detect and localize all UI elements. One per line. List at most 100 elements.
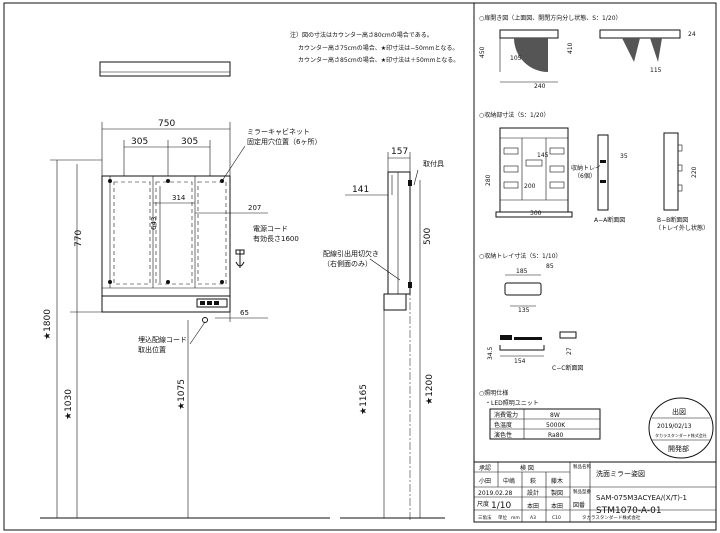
label-section-bb: B−B断面図	[657, 216, 688, 224]
svg-text:35: 35	[620, 153, 628, 160]
dim-207: 207	[248, 204, 261, 212]
spec-table	[489, 408, 601, 440]
label-tray-removed: （トレイ外し状態）	[655, 224, 709, 232]
spec-value-power: 8W	[550, 412, 560, 419]
tb-drafter: 本田	[551, 502, 563, 510]
door-open-title: ○扉開き図（上面図、開閉方向分し状態、S：1/20）	[479, 14, 622, 22]
top-view	[99, 61, 231, 77]
tray-dims-view: ○収納トレイ寸法（S：1/10） 185 85 135 154 34.5 27 …	[479, 252, 583, 372]
tb-paper-size: A3	[530, 515, 536, 521]
tb-scale: 1/10	[491, 501, 511, 511]
tb-model-label: 製品型番	[573, 488, 591, 495]
dim-157: 157	[391, 147, 408, 157]
svg-text:115: 115	[650, 67, 662, 74]
sheet-border	[3, 2, 717, 531]
lighting-title: ○照明仕様	[479, 389, 508, 397]
spec-label-color-temp: 色温度	[494, 421, 512, 429]
tb-checker-1: 中嶋	[503, 477, 515, 485]
spec-label-power: 消費電力	[494, 411, 518, 419]
tb-draft-label: 製図	[551, 489, 563, 497]
dim-305-right: 305	[181, 137, 198, 147]
power-cord	[235, 250, 245, 268]
switch-panel	[196, 298, 228, 308]
side-light-unit	[383, 293, 407, 311]
tb-name-label: 製品名称	[573, 463, 591, 470]
tb-designer: 本田	[527, 502, 539, 510]
tb-cad-code: C10	[552, 515, 561, 521]
tb-approval-header: 承認	[479, 464, 491, 472]
dim-65: 65	[240, 309, 249, 317]
dim-1800: ★1800	[43, 309, 53, 340]
stamp-title: 出図	[672, 407, 686, 416]
cord-outlet-mark	[202, 317, 208, 323]
tb-scale-label: 尺度	[477, 500, 489, 508]
label-cord-outlet: 取出位置	[138, 345, 166, 354]
label-tray-count: （6個）	[574, 172, 596, 180]
dim-500: 500	[423, 228, 433, 245]
label-section-cc: C−C断面図	[552, 364, 583, 372]
dim-width: 750	[158, 119, 175, 129]
tb-drawer: 小田	[479, 477, 491, 485]
side-cabinet	[387, 171, 411, 295]
dim-770: 770	[74, 230, 84, 247]
svg-text:105: 105	[510, 55, 522, 62]
title-block: 承認 検 図 製品名称 洗面ミラー姿図 小田 中嶋 萩 藤木 製品型番 SAM-…	[473, 461, 717, 523]
stamp-date: 2019/02/13	[657, 423, 692, 430]
svg-text:300: 300	[530, 210, 542, 217]
label-fixture: 取付具	[423, 159, 444, 168]
svg-text:27: 27	[566, 347, 573, 355]
svg-text:34.5: 34.5	[487, 346, 494, 360]
tb-date: 2019.02.28	[478, 490, 513, 497]
tb-approver: 藤木	[551, 477, 563, 485]
spec-label-cri: 演色性	[494, 431, 512, 439]
svg-text:145: 145	[537, 152, 549, 159]
tb-unit-label: 単位	[498, 514, 507, 521]
tb-design-label: 設計	[527, 489, 539, 497]
led-unit-label: ・LED照明ユニット	[485, 400, 539, 407]
svg-text:135: 135	[518, 307, 530, 314]
svg-text:154: 154	[514, 358, 526, 365]
dim-305-left: 305	[131, 137, 148, 147]
dim-141: 141	[352, 185, 369, 195]
spec-value-cri: Ra80	[548, 432, 564, 439]
svg-text:85: 85	[546, 263, 554, 270]
label-right-side-only: （右側面のみ）	[323, 259, 372, 268]
dim-1165: ★1165	[359, 384, 369, 415]
label-storage-tray: 収納トレイ	[571, 164, 601, 172]
label-power-cord: 電源コード	[253, 224, 288, 233]
svg-text:220: 220	[691, 166, 698, 178]
stamp-company: タカラスタンダード株式会社	[655, 432, 707, 438]
tray-title: ○収納トレイ寸法（S：1/10）	[479, 252, 562, 260]
dim-1075: ★1075	[177, 379, 187, 410]
dim-643: 643	[150, 217, 158, 230]
note-line-2: カウンター高さ75cmの場合、★印寸法は−50mmとなる。	[298, 44, 458, 52]
front-view: 750 305 305 314 643	[40, 119, 330, 519]
label-buried-cord: 埋込配線コード	[138, 335, 187, 344]
label-mirror-cabinet: ミラーキャビネット	[247, 127, 310, 136]
tb-product-name: 洗面ミラー姿図	[596, 469, 645, 478]
side-view: 157 141 500 ★1165 ★1200 取付具 配線引出用切欠き （右側…	[323, 147, 445, 520]
tb-unit: mm	[511, 516, 520, 521]
label-wiring-notch: 配線引出用切欠き	[323, 249, 379, 258]
label-fixing-holes: 固定用穴位置（6ヶ所）	[247, 137, 321, 146]
dim-1200: ★1200	[425, 374, 435, 405]
light-unit	[101, 295, 231, 313]
release-stamp: 出図 2019/02/13 タカラスタンダード株式会社 開発部	[648, 397, 714, 459]
note-line-1: 注）図の寸法はカウンター高さ80cmの場合である。	[290, 31, 433, 39]
svg-text:450: 450	[479, 46, 486, 58]
svg-text:24: 24	[688, 31, 696, 38]
tb-projection: 三角法	[478, 514, 492, 521]
storage-title: ○収納部寸法（S：1/20）	[479, 111, 550, 119]
dim-314: 314	[172, 194, 186, 202]
door-open-view: ○扉開き図（上面図、開閉方向分し状態、S：1/20） 450 410 240 1…	[479, 14, 696, 90]
tb-checker-2: 萩	[530, 477, 536, 485]
fixing-holes	[108, 179, 224, 284]
notes-block: 注）図の寸法はカウンター高さ80cmの場合である。 カウンター高さ75cmの場合…	[290, 31, 459, 64]
tb-drawing-label: 図番	[573, 502, 585, 509]
tb-drawing-number: STM1070-A-01	[596, 506, 662, 516]
lighting-spec: ○照明仕様 ・LED照明ユニット 消費電力 8W 色温度 5000K 演色性 R…	[479, 389, 601, 440]
svg-text:410: 410	[567, 42, 574, 54]
label-section-aa: A−A断面図	[594, 216, 625, 224]
